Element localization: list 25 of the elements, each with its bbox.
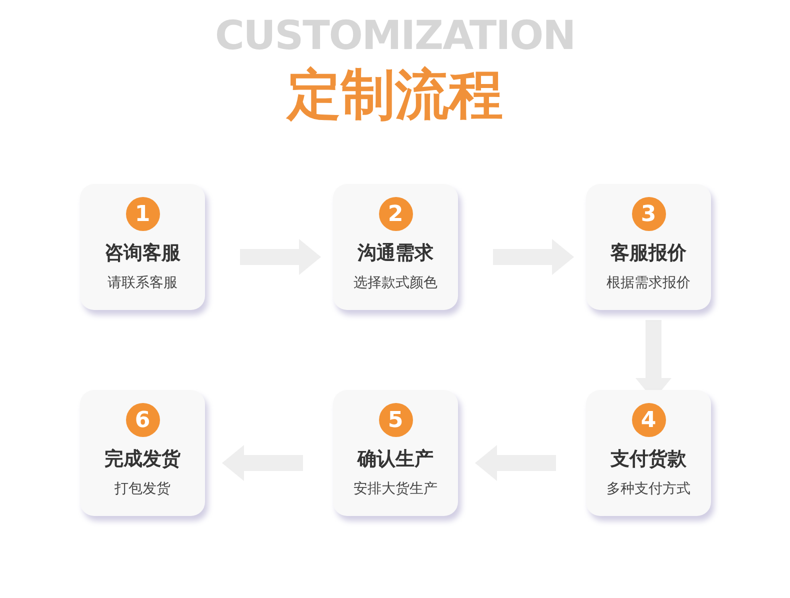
step-description: 选择款式颜色 [354,274,438,292]
step-title: 确认生产 [358,447,434,472]
step-card [333,184,458,310]
step-number: 4 [632,403,666,437]
step-title: 咨询客服 [104,241,180,266]
step-number: 1 [126,197,160,231]
step-card [80,184,205,310]
step-description: 请联系客服 [108,274,178,292]
step-title: 完成发货 [104,447,180,472]
step-card [586,184,711,310]
step-title: 沟通需求 [358,241,434,266]
step-description: 安排大货生产 [354,480,438,498]
step-title: 支付货款 [610,447,686,472]
step-description: 根据需求报价 [606,274,690,292]
step-number: 2 [378,197,412,231]
step-number: 6 [126,403,160,437]
step-card [586,390,711,516]
step-card [80,390,205,516]
step-title: 客服报价 [610,241,686,266]
step-number: 3 [632,197,666,231]
title: 定制流程 [285,62,504,128]
step-card [333,390,458,516]
step-description: 多种支付方式 [606,480,690,498]
step-description: 打包发货 [114,480,170,498]
step-number: 5 [378,403,412,437]
